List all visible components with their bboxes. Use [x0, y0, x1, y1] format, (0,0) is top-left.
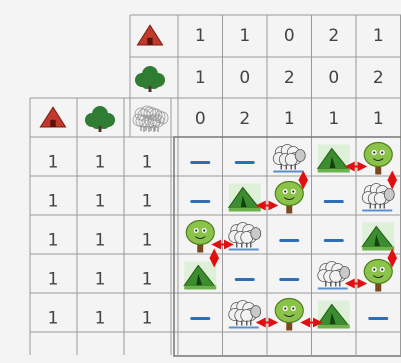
grid-cell-3-2[interactable]: [268, 255, 311, 292]
column-clue-2-3: 1: [328, 109, 339, 129]
cell-1-1-tent-icon: [229, 184, 261, 212]
row-clue-3-2: 1: [142, 270, 153, 290]
cell-2-2-empty-mark: [279, 239, 299, 242]
row-clue-3-1: 1: [95, 270, 106, 290]
cell-3-0-tent-icon: [184, 262, 216, 290]
row-clue-0-0: 1: [48, 153, 59, 173]
row-clue-1-1: 1: [95, 192, 106, 212]
row-clue-1-2: 1: [142, 192, 153, 212]
cell-3-1-empty-mark: [235, 278, 255, 281]
cell-0-0-empty-mark: [190, 161, 210, 164]
cell-4-3-tent-icon: [318, 301, 350, 329]
row-clue-0-2: 1: [142, 153, 153, 173]
cell-1-0-empty-mark: [190, 200, 210, 203]
column-clue-1-4: 2: [373, 68, 384, 88]
row-clue-2-1: 1: [95, 231, 106, 251]
column-clue-0-0: 1: [195, 26, 206, 46]
cell-0-1-empty-mark: [235, 161, 255, 164]
column-clue-1-2: 2: [284, 68, 295, 88]
grid-cell-2-2[interactable]: [268, 216, 311, 253]
header-col-0-tent-icon: [40, 107, 65, 127]
column-clue-0-2: 0: [284, 26, 295, 46]
grid-cell-1-3[interactable]: [313, 177, 356, 214]
column-clue-0-4: 1: [373, 26, 384, 46]
column-clue-1-0: 1: [195, 68, 206, 88]
row-clue-2-0: 1: [48, 231, 59, 251]
row-clue-4-1: 1: [95, 309, 106, 329]
row-clue-3-0: 1: [48, 270, 59, 290]
column-clue-1-1: 0: [239, 68, 250, 88]
row-clue-0-1: 1: [95, 153, 106, 173]
column-clue-0-1: 1: [239, 26, 250, 46]
cell-2-3-empty-mark: [324, 239, 344, 242]
header-col-1-tree-icon: [85, 106, 115, 132]
grid-cell-2-3[interactable]: [313, 216, 356, 253]
column-clue-2-0: 0: [195, 109, 206, 129]
cell-0-3-tent-icon: [318, 145, 350, 173]
cell-1-3-empty-mark: [324, 200, 344, 203]
column-clue-2-2: 1: [284, 109, 295, 129]
row-clue-2-2: 1: [142, 231, 153, 251]
cell-2-4-tent-icon: [362, 223, 394, 251]
row-clue-4-2: 1: [142, 309, 153, 329]
cell-4-4-empty-mark: [368, 317, 388, 320]
column-clue-0-3: 2: [328, 26, 339, 46]
column-clue-2-1: 2: [239, 109, 250, 129]
grid-cell-0-0[interactable]: [179, 138, 222, 175]
header-row-1-tree-icon: [135, 66, 165, 92]
column-clue-1-3: 0: [328, 68, 339, 88]
header-row-0-tent-icon: [137, 25, 162, 45]
cell-4-0-empty-mark: [190, 317, 210, 320]
grid-cell-3-1[interactable]: [224, 255, 267, 292]
grid-cell-1-0[interactable]: [179, 177, 222, 214]
cell-3-2-empty-mark: [279, 278, 299, 281]
grid-cell-4-4[interactable]: [357, 294, 400, 331]
column-clue-2-4: 1: [373, 109, 384, 129]
grid-cell-4-0[interactable]: [179, 294, 222, 331]
row-clue-1-0: 1: [48, 192, 59, 212]
row-clue-4-0: 1: [48, 309, 59, 329]
grid-cell-0-1[interactable]: [224, 138, 267, 175]
